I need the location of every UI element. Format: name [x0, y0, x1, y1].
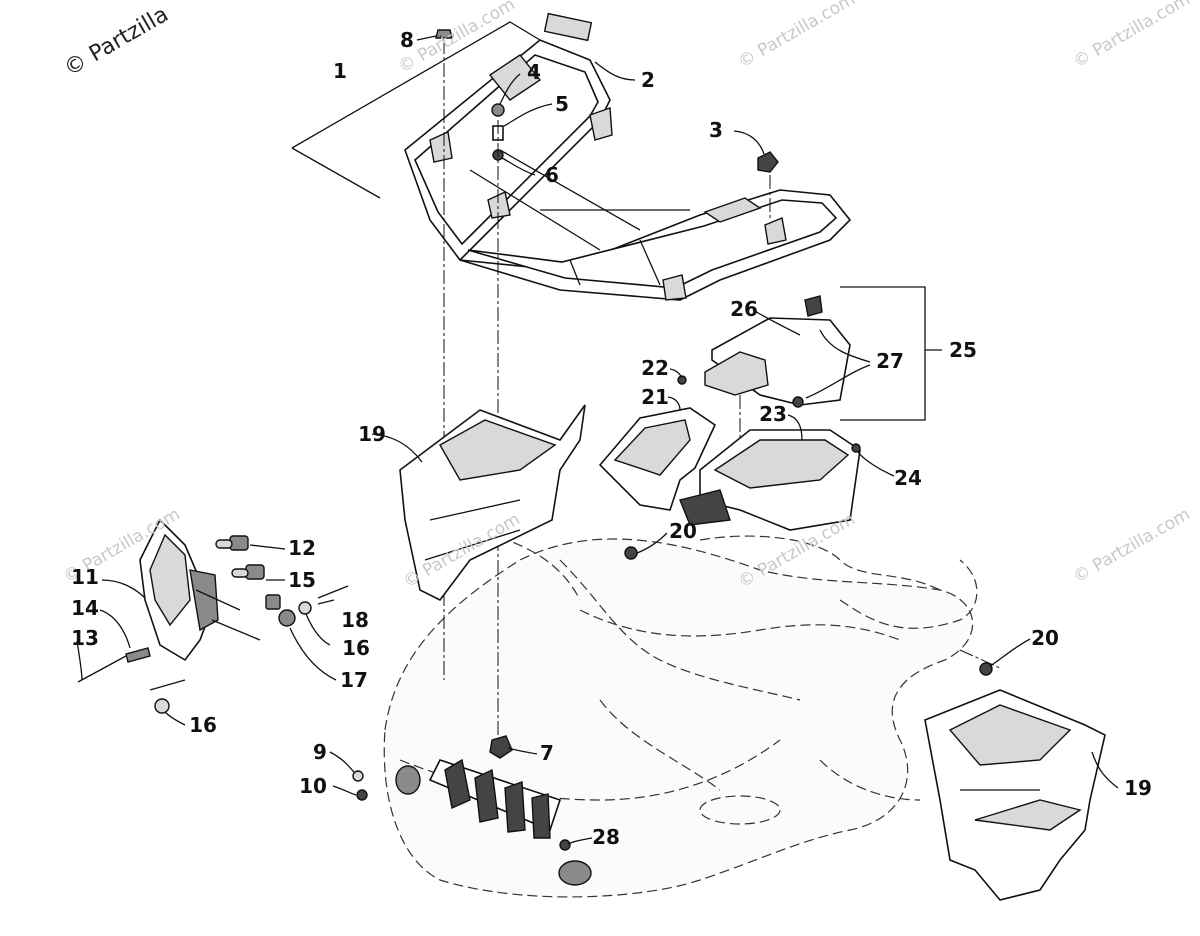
spring-14 [125, 647, 151, 663]
headlight-leader-b [195, 589, 241, 611]
headlight-assembly [139, 518, 219, 662]
front-cowl [598, 407, 717, 511]
left-headlight-opening [395, 765, 421, 795]
callout-11: 11 [71, 565, 99, 589]
callout-4: 4 [527, 60, 541, 84]
grommet-20-lower [979, 662, 993, 676]
callout-7: 7 [540, 741, 554, 765]
callout-24: 24 [894, 466, 922, 490]
washer-16-lower [154, 698, 170, 714]
right-side-panel [924, 689, 1106, 901]
callout-3: 3 [709, 118, 723, 142]
callout-20-lower: 20 [1031, 626, 1059, 650]
bracket-1-top [291, 21, 541, 149]
bracket-25 [840, 286, 926, 421]
callout-21: 21 [641, 385, 669, 409]
callout-6: 6 [545, 163, 559, 187]
callout-27: 27 [876, 349, 904, 373]
callout-16-upper: 16 [342, 636, 370, 660]
callout-16-lower: 16 [189, 713, 217, 737]
callout-25: 25 [949, 338, 977, 362]
callout-22: 22 [641, 356, 669, 380]
callout-18: 18 [341, 608, 369, 632]
callout-10: 10 [299, 774, 327, 798]
front-grille [428, 758, 562, 839]
bracket-1-bottom [291, 147, 381, 199]
grommet-17 [278, 609, 296, 627]
callout-1: 1 [333, 59, 347, 83]
leader-lines [76, 35, 1119, 845]
callout-19-right: 19 [1124, 776, 1152, 800]
callout-13: 13 [71, 626, 99, 650]
left-side-panel [399, 404, 586, 602]
callout-20-upper: 20 [669, 519, 697, 543]
screw-24 [851, 443, 861, 453]
centerline-grommet [959, 649, 1001, 669]
callout-15: 15 [288, 568, 316, 592]
bulbs-12 [215, 535, 265, 580]
nut-7 [489, 735, 513, 759]
callout-8: 8 [400, 28, 414, 52]
bushing-15 [265, 594, 281, 610]
clip-28 [559, 839, 571, 851]
storage-lid [704, 295, 851, 408]
callout-28: 28 [592, 825, 620, 849]
washer-16-upper [298, 601, 312, 615]
screw-13 [77, 655, 127, 683]
leader-16-lower [149, 679, 186, 691]
callout-26: 26 [730, 297, 758, 321]
callout-23: 23 [759, 402, 787, 426]
callout-17: 17 [340, 668, 368, 692]
callout-19-left: 19 [358, 422, 386, 446]
storage-box [679, 429, 861, 531]
front-fender-body [383, 529, 978, 898]
right-headlight-opening [558, 860, 592, 886]
washer-9 [352, 770, 364, 782]
headlight-leader-a [211, 619, 261, 641]
callout-14: 14 [71, 596, 99, 620]
screw-18 [317, 585, 349, 599]
callout-9: 9 [313, 740, 327, 764]
callout-12: 12 [288, 536, 316, 560]
grommet-20-upper [624, 546, 638, 560]
nut-10 [356, 789, 368, 801]
front-rack [404, 39, 852, 301]
decal-plate [543, 12, 593, 42]
callout-2: 2 [641, 68, 655, 92]
screw-22 [677, 375, 687, 385]
callout-5: 5 [555, 92, 569, 116]
